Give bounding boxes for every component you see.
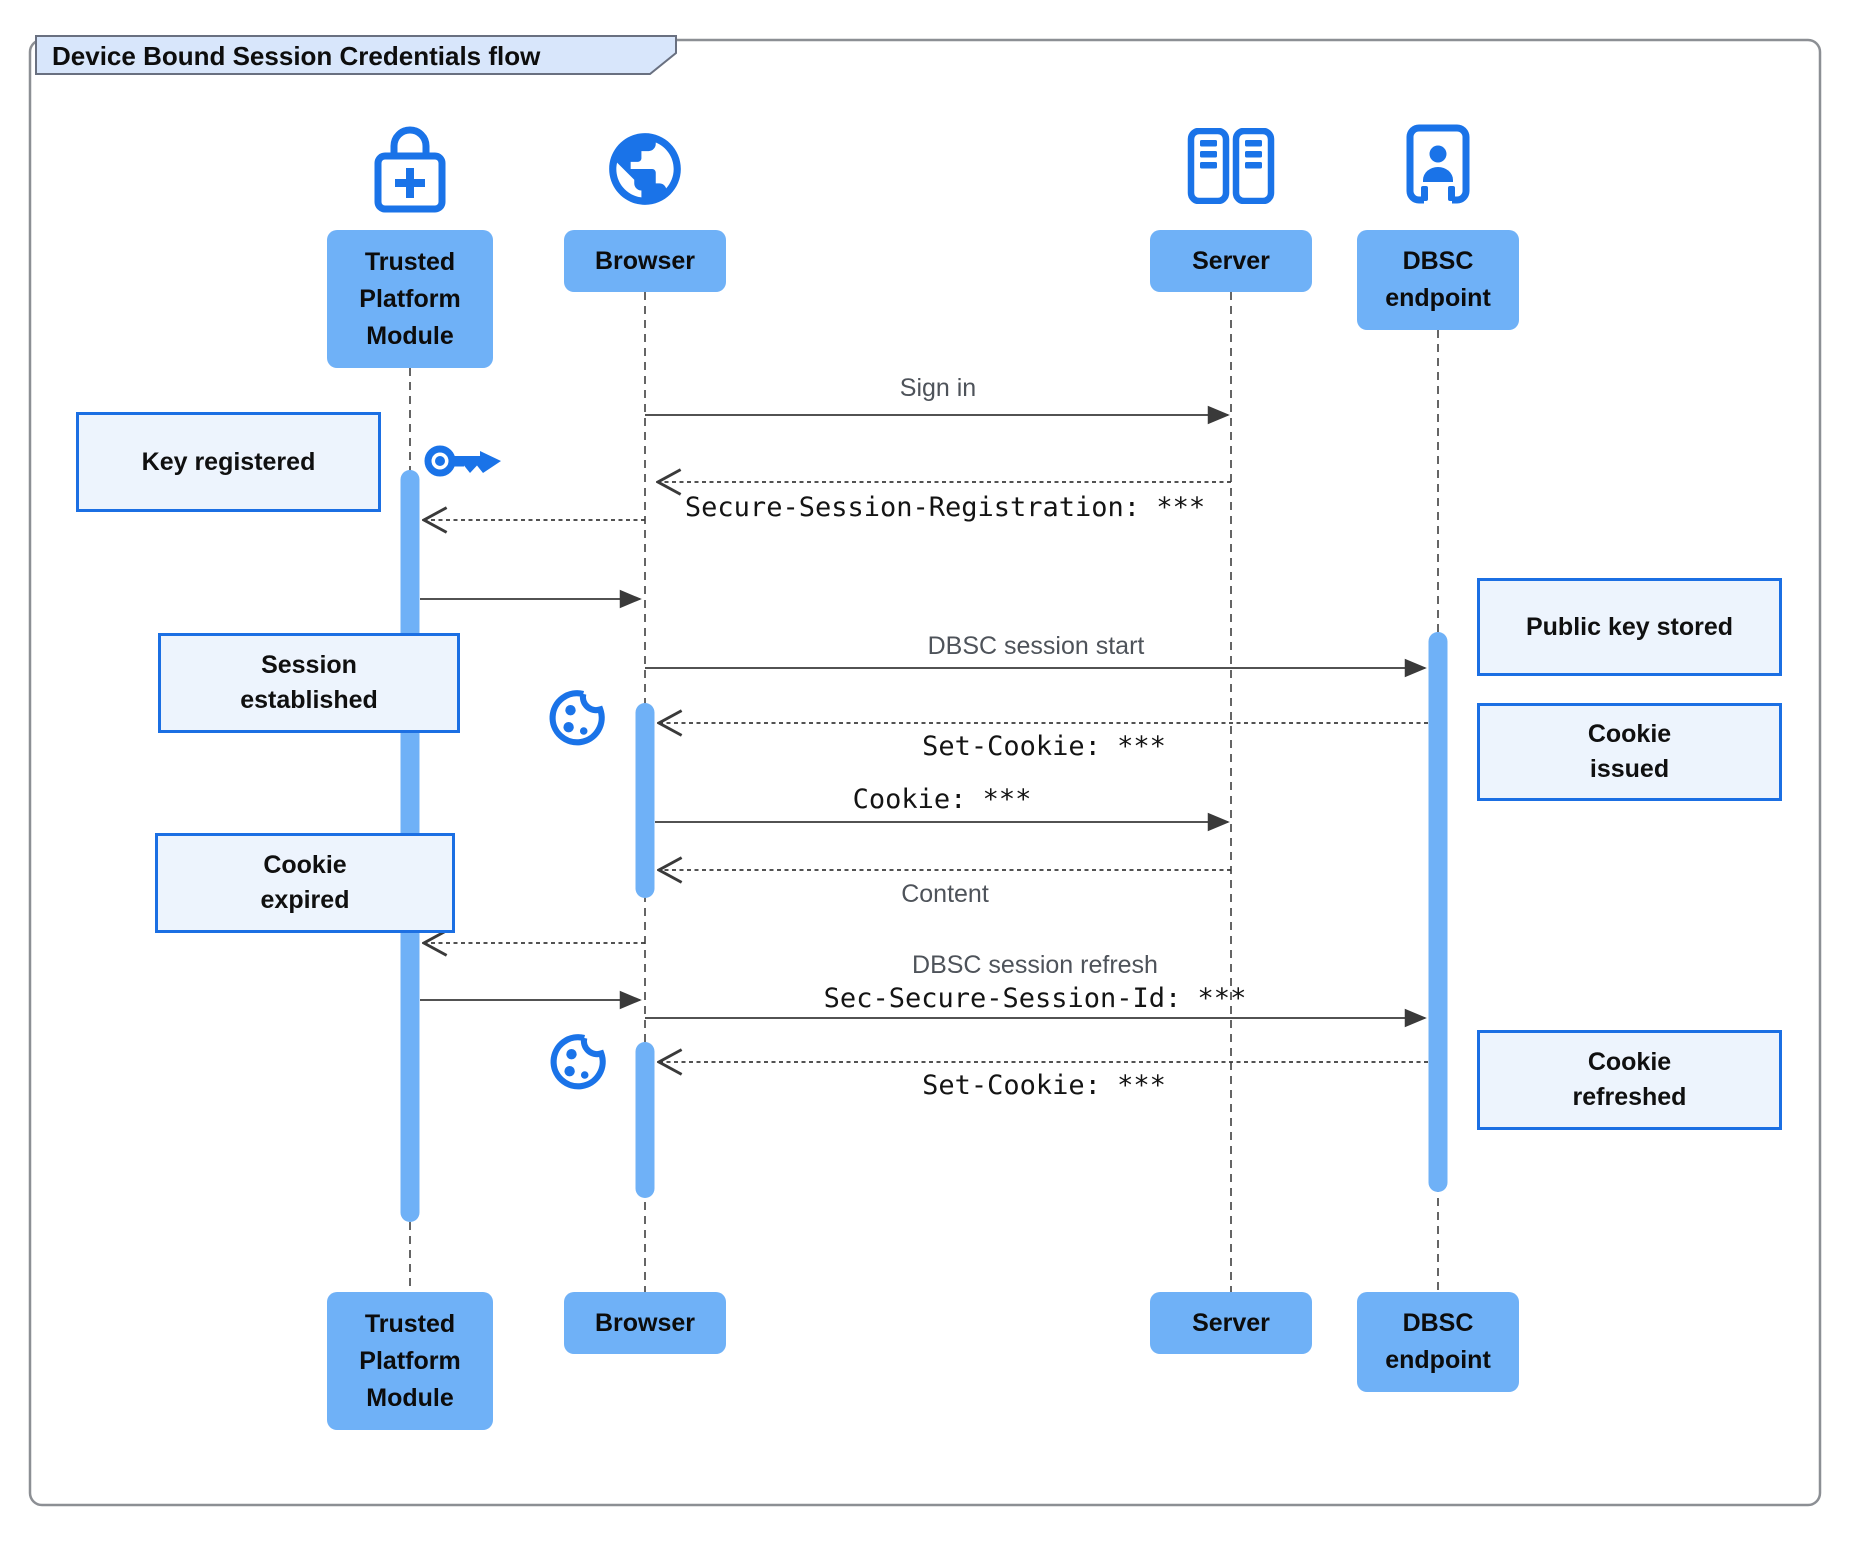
actor-bottom-browser: Browser xyxy=(564,1292,726,1354)
note-public-key-stored: Public key stored xyxy=(1477,578,1782,676)
diagram-title: Device Bound Session Credentials flow xyxy=(52,41,541,71)
cookie-icon xyxy=(545,678,613,750)
message-label-dbsc-session-start: DBSC session start xyxy=(927,632,1145,660)
message-label-sign-in: Sign in xyxy=(899,374,977,402)
activation-bar-browser-1 xyxy=(635,703,655,898)
activation-bar-dbsc xyxy=(1428,632,1448,1192)
actor-top-tpm: Trusted Platform Module xyxy=(327,230,493,368)
note-cookie-expired: Cookie expired xyxy=(155,833,455,933)
message-label-set-cookie-2: Set-Cookie: *** xyxy=(922,1070,1166,1101)
person-badge-icon xyxy=(1406,124,1470,208)
note-cookie-refreshed: Cookie refreshed xyxy=(1477,1030,1782,1130)
message-label-cookie: Cookie: *** xyxy=(852,784,1032,815)
actor-top-browser: Browser xyxy=(564,230,726,292)
message-label-secure-session-registration: Secure-Session-Registration: *** xyxy=(684,492,1206,523)
actor-top-dbsc: DBSC endpoint xyxy=(1357,230,1519,330)
activation-bar-browser-2 xyxy=(635,1042,655,1198)
message-label-dbsc-session-refresh: DBSC session refresh xyxy=(912,951,1158,979)
message-label-set-cookie-1: Set-Cookie: *** xyxy=(922,731,1166,762)
cookie-icon xyxy=(546,1022,614,1094)
note-key-registered: Key registered xyxy=(76,412,381,512)
actor-top-server: Server xyxy=(1150,230,1312,292)
globe-icon xyxy=(602,126,688,212)
actor-bottom-tpm: Trusted Platform Module xyxy=(327,1292,493,1430)
title-tab xyxy=(35,35,677,75)
lock-plus-icon xyxy=(372,118,448,213)
diagram-frame xyxy=(28,38,1822,1507)
actor-bottom-dbsc: DBSC endpoint xyxy=(1357,1292,1519,1392)
message-label-content: Content xyxy=(901,880,989,908)
note-session-established: Session established xyxy=(158,633,460,733)
message-label-sec-secure-session-id: Sec-Secure-Session-Id: *** xyxy=(823,983,1247,1014)
note-cookie-issued: Cookie issued xyxy=(1477,703,1782,801)
key-icon xyxy=(424,430,506,492)
server-rack-icon xyxy=(1186,128,1276,204)
actor-bottom-server: Server xyxy=(1150,1292,1312,1354)
